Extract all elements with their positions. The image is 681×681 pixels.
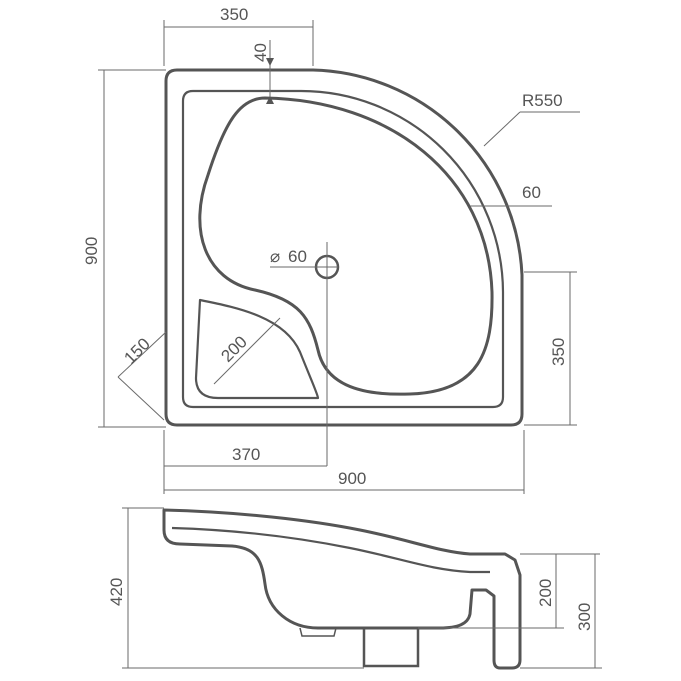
dim-total-height-label: 420 xyxy=(107,578,126,606)
tray-outer-outline xyxy=(164,68,524,427)
dim-drain-diameter-label: 60 xyxy=(288,247,307,266)
dim-upper-height-label: 200 xyxy=(536,579,555,607)
seat-outline xyxy=(194,298,320,400)
side-profile-inner xyxy=(171,526,490,574)
dim-total-width-label: 900 xyxy=(338,469,366,488)
dim-inner-curve-label: 200 xyxy=(217,332,250,365)
drain-fitting xyxy=(299,627,337,637)
top-view: 350 40 R550 60 ⌀ 60 900 350 150 xyxy=(82,5,580,494)
side-view: 420 200 300 xyxy=(107,507,602,670)
dim-corner-label: 150 xyxy=(120,334,153,367)
dim-lower-height-label: 300 xyxy=(575,603,594,631)
dim-drain-diameter-symbol: ⌀ xyxy=(270,247,280,266)
dim-rim-width-label: 40 xyxy=(251,43,270,62)
tray-rim-outline xyxy=(181,89,505,409)
dim-drain-offset-label: 370 xyxy=(232,445,260,464)
dim-radius-label: R550 xyxy=(522,91,563,110)
side-profile-outline xyxy=(162,508,522,670)
dim-left-height-label: 900 xyxy=(82,237,101,265)
dim-top-width-label: 350 xyxy=(220,5,248,24)
dim-right-height-label: 350 xyxy=(549,338,568,366)
drain-stub xyxy=(362,626,420,668)
dim-rim-offset-label: 60 xyxy=(522,183,541,202)
basin-outline xyxy=(198,96,494,396)
